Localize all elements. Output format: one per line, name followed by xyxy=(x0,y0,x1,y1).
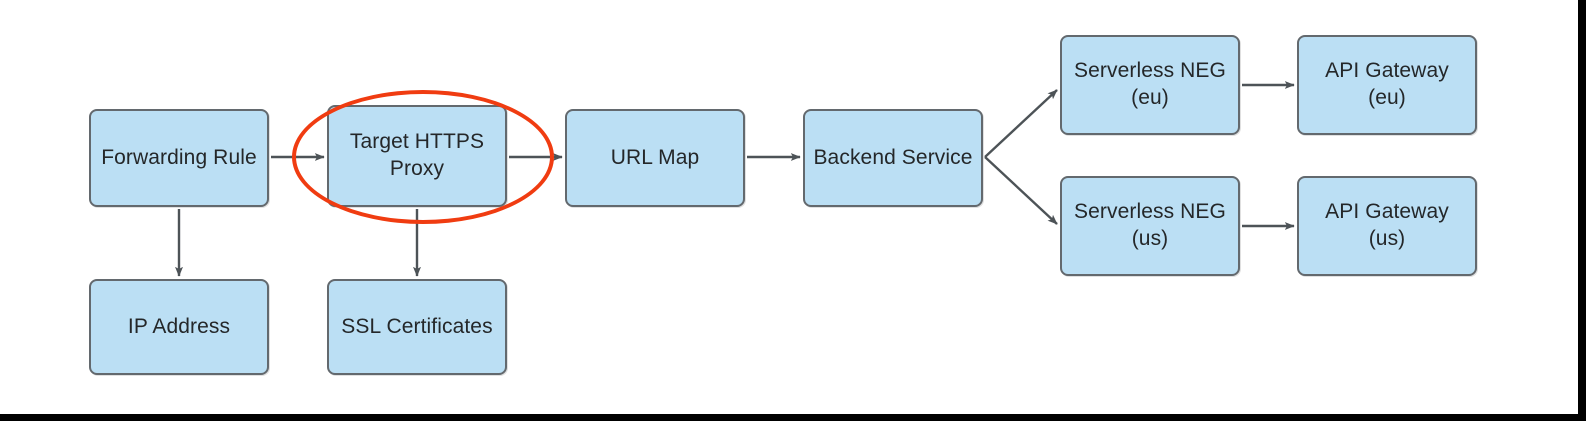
node-forwarding-rule-label: Forwarding Rule xyxy=(101,145,257,169)
node-url-map-label: URL Map xyxy=(610,145,700,169)
node-ssl-certificates-label: SSL Certificates xyxy=(341,314,493,338)
node-ip-address[interactable]: IP Address xyxy=(89,279,269,375)
node-backend-service-label: Backend Service xyxy=(813,145,973,169)
node-url-map[interactable]: URL Map xyxy=(565,109,745,207)
node-target-https-proxy-label: Target HTTPS Proxy xyxy=(349,130,485,180)
node-backend-service[interactable]: Backend Service xyxy=(803,109,983,207)
frame-border-right xyxy=(1578,0,1586,421)
node-serverless-neg-eu[interactable]: Serverless NEG (eu) xyxy=(1060,35,1240,135)
node-serverless-neg-eu-label: Serverless NEG (eu) xyxy=(1074,59,1226,109)
node-serverless-neg-us[interactable]: Serverless NEG (us) xyxy=(1060,176,1240,276)
node-api-gateway-eu[interactable]: API Gateway (eu) xyxy=(1297,35,1477,135)
node-api-gateway-us-label: API Gateway (us) xyxy=(1325,200,1449,250)
node-target-https-proxy[interactable]: Target HTTPS Proxy xyxy=(327,105,507,207)
node-api-gateway-eu-label: API Gateway (eu) xyxy=(1325,59,1449,109)
node-api-gateway-us[interactable]: API Gateway (us) xyxy=(1297,176,1477,276)
node-forwarding-rule[interactable]: Forwarding Rule xyxy=(89,109,269,207)
edge-backend-service-to-serverless-neg-eu xyxy=(984,89,1058,158)
frame-border-bottom xyxy=(0,414,1586,421)
node-serverless-neg-us-label: Serverless NEG (us) xyxy=(1074,200,1226,250)
edge-backend-service-to-serverless-neg-us xyxy=(984,156,1058,225)
node-ssl-certificates[interactable]: SSL Certificates xyxy=(327,279,507,375)
node-ip-address-label: IP Address xyxy=(127,314,231,338)
